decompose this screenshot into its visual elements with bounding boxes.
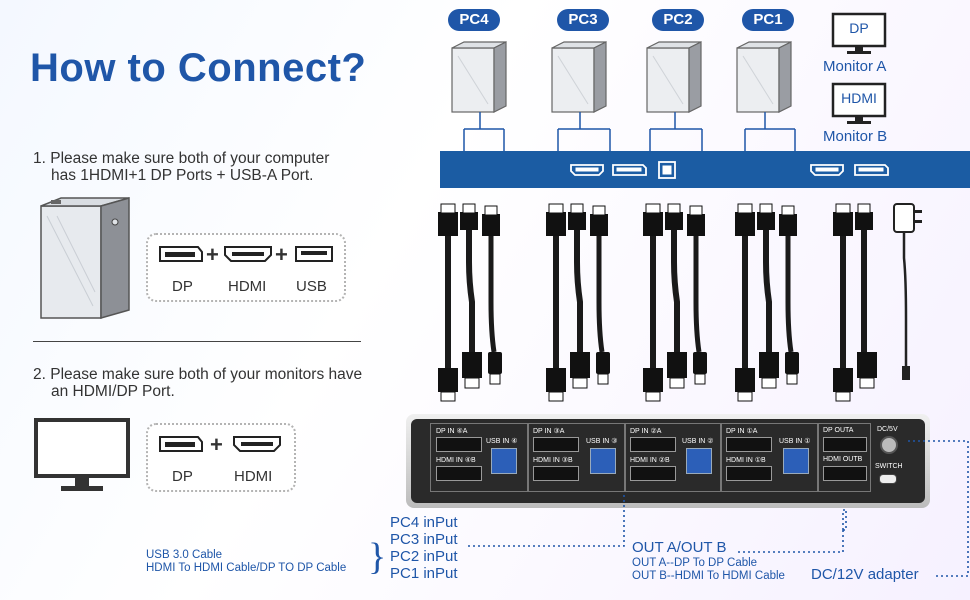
dp-in-3-port[interactable] bbox=[533, 437, 579, 452]
input-list: PC4 inPut PC3 inPut PC2 inPut PC1 inPut bbox=[390, 514, 458, 582]
port-group-4: DP IN ④A USB IN ④ HDMI IN ④B bbox=[430, 423, 529, 492]
monitor-b-label: Monitor B bbox=[823, 128, 888, 145]
usb-port-icon bbox=[294, 245, 334, 268]
pc-towers bbox=[451, 41, 796, 152]
dp-in-2-label: DP IN ②A bbox=[630, 428, 662, 435]
dc-power-jack[interactable] bbox=[880, 436, 898, 454]
switch-button[interactable] bbox=[879, 474, 897, 484]
section-divider bbox=[33, 341, 361, 342]
input-pc2: PC2 inPut bbox=[390, 548, 458, 565]
outputs-line-1: OUT A--DP To DP Cable bbox=[632, 557, 758, 569]
dp-port-icon bbox=[158, 245, 204, 268]
pc-tower-illustration bbox=[33, 196, 133, 331]
step-2-line-1: 2. Please make sure both of your monitor… bbox=[33, 366, 363, 383]
hdmi-out-b-label: HDMI OUTB bbox=[823, 456, 863, 463]
hdmi-in-2-label: HDMI IN ②B bbox=[630, 457, 670, 464]
output-port-group: DP OUTA HDMI OUTB bbox=[817, 423, 871, 492]
usb-label: USB bbox=[296, 278, 327, 295]
connector-lines bbox=[468, 440, 969, 577]
input-pc4: PC4 inPut bbox=[390, 514, 458, 531]
dp-in-2-port[interactable] bbox=[630, 437, 676, 452]
hdmi-in-4-port[interactable] bbox=[436, 466, 482, 481]
hdmi-in-1-port[interactable] bbox=[726, 466, 772, 481]
usb-in-4-port[interactable] bbox=[491, 448, 517, 474]
dp-label: DP bbox=[172, 468, 193, 485]
pc3-tag: PC3 bbox=[557, 9, 609, 31]
dc-5v-label: DC/5V bbox=[877, 426, 898, 433]
dp-out-a-label: DP OUTA bbox=[823, 427, 854, 434]
monitor-a-label: Monitor A bbox=[823, 58, 887, 75]
hdmi-label: HDMI bbox=[228, 278, 267, 295]
hdmi-label: HDMI bbox=[234, 468, 273, 485]
port-group-1: DP IN ①A USB IN ① HDMI IN ①B bbox=[720, 423, 819, 492]
cables-illustration bbox=[430, 192, 922, 402]
port-group-3: DP IN ③A USB IN ③ HDMI IN ③B bbox=[527, 423, 626, 492]
hdmi-in-2-port[interactable] bbox=[630, 466, 676, 481]
cable-note-line-1: USB 3.0 Cable bbox=[146, 549, 223, 561]
hdmi-in-3-port[interactable] bbox=[533, 466, 579, 481]
input-pc1: PC1 inPut bbox=[390, 565, 458, 582]
hdmi-out-b-port[interactable] bbox=[823, 466, 867, 481]
pc4-tag: PC4 bbox=[448, 9, 500, 31]
monitor-a-screen-label: DP bbox=[849, 20, 869, 36]
usb-in-2-port[interactable] bbox=[686, 448, 712, 474]
usb-in-3-port[interactable] bbox=[590, 448, 616, 474]
adapter-label: DC/12V adapter bbox=[811, 566, 919, 583]
step-2-line-2: an HDMI/DP Port. bbox=[51, 383, 175, 400]
monitor-illustration bbox=[33, 417, 133, 500]
port-group-2: DP IN ②A USB IN ② HDMI IN ②B bbox=[624, 423, 722, 492]
port-bar bbox=[440, 151, 970, 188]
step-1-line-1: 1. Please make sure both of your compute… bbox=[33, 150, 330, 167]
usb-in-1-port[interactable] bbox=[783, 448, 809, 474]
hdmi-port-icon bbox=[232, 435, 282, 458]
step-2-text: 2. Please make sure both of your monitor… bbox=[33, 366, 362, 400]
usb-in-4-label: USB IN ④ bbox=[486, 438, 518, 445]
input-pc3: PC3 inPut bbox=[390, 531, 458, 548]
cable-note: USB 3.0 Cable HDMI To HDMI Cable/DP TO D… bbox=[146, 549, 346, 575]
hdmi-in-1-label: HDMI IN ①B bbox=[726, 457, 766, 464]
monitor-ports-box: + DP HDMI bbox=[146, 423, 296, 492]
monitor-a: DP bbox=[831, 12, 887, 61]
cable-note-line-2: HDMI To HDMI Cable/DP TO DP Cable bbox=[146, 562, 347, 574]
dp-in-1-label: DP IN ①A bbox=[726, 428, 758, 435]
hdmi-in-4-label: HDMI IN ④B bbox=[436, 457, 476, 464]
computer-ports-box: + + DP HDMI USB bbox=[146, 233, 346, 302]
outputs-line-2: OUT B--HDMI To HDMI Cable bbox=[632, 570, 785, 582]
plus-sign: + bbox=[210, 432, 223, 457]
dp-label: DP bbox=[172, 278, 193, 295]
monitor-b: HDMI bbox=[831, 82, 887, 131]
step-1-text: 1. Please make sure both of your compute… bbox=[33, 150, 329, 184]
dp-port-icon bbox=[158, 435, 204, 458]
usb-in-3-label: USB IN ③ bbox=[586, 438, 618, 445]
pc2-tag: PC2 bbox=[652, 9, 704, 31]
dp-in-4-label: DP IN ④A bbox=[436, 428, 468, 435]
hdmi-port-icon bbox=[223, 245, 273, 268]
hdmi-in-3-label: HDMI IN ③B bbox=[533, 457, 573, 464]
dp-out-a-port[interactable] bbox=[823, 437, 867, 452]
usb-in-1-label: USB IN ① bbox=[779, 438, 811, 445]
plus-sign: + bbox=[275, 242, 288, 267]
outputs-note: OUT A--DP To DP Cable OUT B--HDMI To HDM… bbox=[632, 557, 785, 583]
dp-in-4-port[interactable] bbox=[436, 437, 482, 452]
dp-in-3-label: DP IN ③A bbox=[533, 428, 565, 435]
brace-icon: } bbox=[368, 536, 387, 578]
pc1-tag: PC1 bbox=[742, 9, 794, 31]
monitor-b-screen-label: HDMI bbox=[841, 90, 877, 106]
outputs-title: OUT A/OUT B bbox=[632, 539, 727, 556]
dp-in-1-port[interactable] bbox=[726, 437, 772, 452]
plus-sign: + bbox=[206, 242, 219, 267]
switch-label: SWITCH bbox=[875, 463, 903, 470]
step-1-line-2: has 1HDMI+1 DP Ports + USB-A Port. bbox=[51, 167, 314, 184]
page-title: How to Connect? bbox=[30, 46, 367, 90]
usb-in-2-label: USB IN ② bbox=[682, 438, 714, 445]
